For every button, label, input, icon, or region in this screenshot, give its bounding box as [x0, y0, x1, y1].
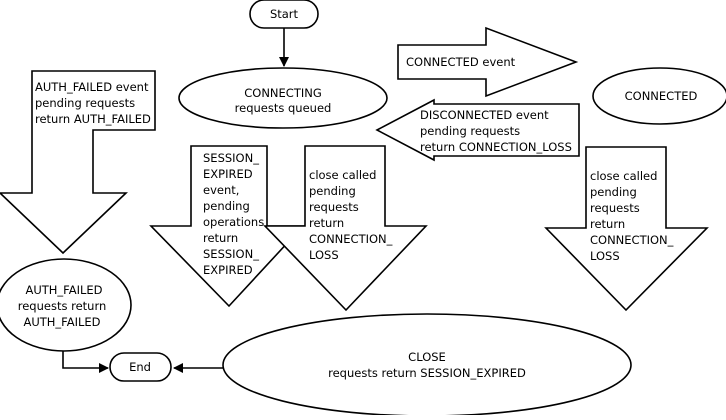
session-expired-label-line-5: operations [203, 215, 264, 229]
disconnected-event-label-line-2: pending requests [420, 124, 520, 138]
auth-failed-label-line-2: requests return [18, 299, 107, 313]
auth-failed-to-end-connector [62, 351, 109, 373]
close-called-connected-label-line-2: pending [590, 185, 637, 199]
close-called-connected-label-line-5: CONNECTION_ [590, 233, 674, 247]
connecting-node: CONNECTING requests queued [178, 67, 388, 129]
close-called-connecting-label-line-2: pending [309, 184, 356, 198]
start-node: Start [249, 0, 319, 29]
session-expired-label-line-4: pending [203, 199, 250, 213]
close-node: CLOSE requests return SESSION_EXPIRED [222, 313, 632, 417]
close-called-connecting-label-line-4: return [309, 216, 344, 230]
close-called-connecting-label-line-6: LOSS [309, 248, 339, 262]
auth-failed-event-label-line-3: return AUTH_FAILED [35, 112, 151, 126]
auth-failed-label-line-3: AUTH_FAILED [23, 315, 100, 329]
connected-event-label: CONNECTED event [406, 55, 516, 69]
session-expired-label-line-8: EXPIRED [203, 263, 253, 277]
session-expired-label-line-3: event, [203, 183, 239, 197]
close-called-connecting-arrow: close called pending requests return CON… [263, 145, 428, 312]
end-label: End [129, 360, 151, 374]
auth-failed-event-arrow: AUTH_FAILED event pending requests retur… [0, 70, 156, 255]
close-label-line-1: CLOSE [408, 350, 446, 364]
start-label: Start [270, 7, 299, 21]
close-called-connecting-label-line-1: close called [309, 168, 376, 182]
auth-failed-event-label-line-2: pending requests [35, 96, 135, 110]
close-called-connected-label-line-1: close called [590, 169, 657, 183]
close-called-connected-label-line-6: LOSS [590, 249, 620, 263]
connected-node: CONNECTED [592, 67, 726, 125]
connecting-label-line-2: requests queued [235, 101, 332, 115]
close-called-connected-label-line-4: return [590, 217, 625, 231]
disconnected-event-arrow: DISCONNECTED event pending requests retu… [375, 98, 580, 162]
connected-event-arrow: CONNECTED event [397, 26, 579, 98]
close-called-connected-label-line-3: requests [590, 201, 640, 215]
connected-label: CONNECTED [625, 89, 698, 103]
end-node: End [109, 352, 172, 382]
auth-failed-label-line-1: AUTH_FAILED [25, 283, 102, 297]
session-expired-label-line-2: EXPIRED [203, 167, 253, 181]
close-label-line-2: requests return SESSION_EXPIRED [328, 366, 526, 380]
disconnected-event-label-line-1: DISCONNECTED event [420, 108, 549, 122]
session-expired-label-line-7: SESSION_ [203, 247, 259, 261]
session-expired-arrow: SESSION_ EXPIRED event, pending operatio… [149, 145, 305, 308]
connecting-label-line-1: CONNECTING [244, 86, 322, 100]
session-expired-label-line-6: return [203, 231, 238, 245]
close-called-connecting-label-line-5: CONNECTION_ [309, 232, 393, 246]
disconnected-event-label-line-3: return CONNECTION_LOSS [420, 140, 572, 154]
auth-failed-node: AUTH_FAILED requests return AUTH_FAILED [0, 258, 132, 352]
close-called-connected-arrow: close called pending requests return CON… [544, 146, 709, 312]
auth-failed-event-label-line-1: AUTH_FAILED event [35, 80, 149, 94]
session-expired-label-line-1: SESSION_ [203, 151, 259, 165]
close-called-connecting-label-line-3: requests [309, 200, 359, 214]
